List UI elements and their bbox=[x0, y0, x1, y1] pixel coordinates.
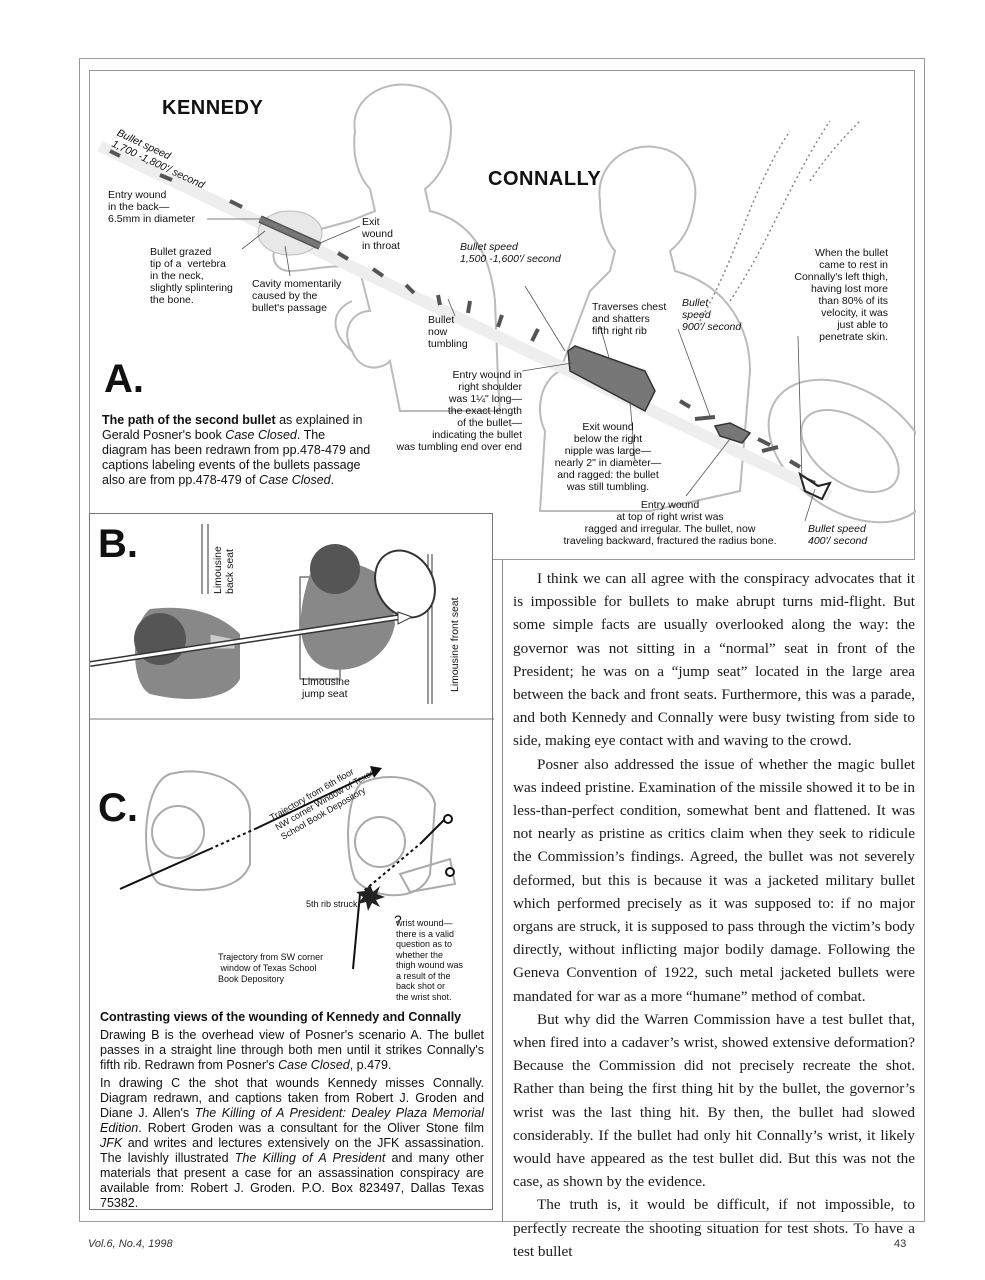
article-paragraph-1: I think we can all agree with the conspi… bbox=[513, 570, 915, 750]
caption-bc-p1: Drawing B is the overhead view of Posner… bbox=[100, 1028, 484, 1073]
figure-a-drawing bbox=[97, 83, 916, 524]
entry-wrist-label: Entry wound at top of right wrist was ra… bbox=[563, 499, 777, 547]
issue-label: Vol.6, No.4, 1998 bbox=[88, 1238, 173, 1250]
caption-a-part3: . bbox=[330, 473, 335, 487]
kennedy-arm bbox=[334, 300, 353, 352]
back-seat-label: Limousine back seat bbox=[212, 546, 236, 594]
connally-hat bbox=[767, 378, 916, 524]
caption-a-bold: The path of the second bullet bbox=[102, 413, 276, 427]
caption-bc-p2: In drawing C the shot that wounds Kenned… bbox=[100, 1076, 484, 1211]
caption-bc-p2c: and writes and lectures extensively on t… bbox=[100, 1136, 484, 1165]
grazed-label: Bullet grazed tip of a vertebra in the n… bbox=[150, 246, 233, 306]
wrist-question-label: wrist wound— there is a valid question a… bbox=[396, 918, 464, 1002]
leader-lines bbox=[207, 218, 816, 522]
speed-label-2: Bullet speed 1,500 -1,600'/ second bbox=[460, 241, 561, 265]
kennedy-outline-c bbox=[145, 770, 251, 891]
question-mark: ? bbox=[394, 912, 402, 928]
exit-nipple-label: Exit wound below the right nipple was la… bbox=[554, 421, 662, 493]
thigh-arrow bbox=[798, 471, 832, 501]
jump-seat-label: Limousine jump seat bbox=[302, 676, 350, 700]
entry-back-label: Entry wound in the back— 6.5mm in diamet… bbox=[108, 189, 195, 225]
bullet-path bbox=[97, 140, 833, 502]
rib-burst bbox=[356, 884, 385, 911]
caption-bc-p2b: . Robert Groden was a consultant for the… bbox=[138, 1121, 484, 1135]
cavity-label: Cavity momentarily caused by the bullet'… bbox=[252, 278, 342, 314]
figure-bc-drawing bbox=[90, 524, 494, 970]
traverses-label: Traverses chest and shatters fifth right… bbox=[592, 301, 667, 337]
caption-bc-title: Contrasting views of the wounding of Ken… bbox=[100, 1010, 462, 1024]
rib-label: 5th rib struck bbox=[306, 899, 358, 909]
caption-bc-p2-book2: The Killing of A President bbox=[234, 1151, 386, 1165]
caption-a-book2: Case Closed bbox=[259, 473, 331, 487]
speed-label-4: Bullet speed 400'/ second bbox=[808, 523, 868, 547]
wrist-traverse bbox=[713, 422, 752, 444]
chest-traverse bbox=[567, 345, 656, 413]
caption-bc-p2a: In drawing C the shot that wounds Kenned… bbox=[100, 1076, 484, 1120]
figure-b-letter: B. bbox=[98, 522, 138, 566]
exit-throat-label: Exit wound in throat bbox=[362, 216, 400, 252]
figure-bc: B. Limousine back seat Limousine jump se… bbox=[89, 513, 494, 1211]
article-paragraph-2: Posner also addressed the issue of wheth… bbox=[513, 755, 915, 1005]
caption-a-book: Case Closed bbox=[225, 428, 297, 442]
connally-outline-c bbox=[347, 776, 437, 897]
connally-title: CONNALLY bbox=[488, 168, 602, 190]
traj-sw-label: Trajectory from SW corner window of Texa… bbox=[218, 952, 324, 984]
rest-label: When the bullet came to rest in Connally… bbox=[794, 247, 888, 343]
figure-a-caption: The path of the second bullet as explain… bbox=[102, 413, 372, 488]
kennedy-title: KENNEDY bbox=[162, 97, 264, 119]
figure-a: KENNEDY CONNALLY A. Bullet speed 1,700 -… bbox=[89, 70, 916, 560]
caption-bc-p2-book: The Killing of A President: Dealey Plaza… bbox=[100, 1106, 485, 1135]
tumbling-label: Bullet now tumbling bbox=[428, 314, 468, 350]
article-paragraph-4: The truth is, it would be difficult, if … bbox=[513, 1196, 915, 1260]
connally-hat-crown bbox=[800, 408, 900, 494]
speed-label-3: Bullet speed 900'/ second bbox=[682, 297, 742, 333]
caption-bc-p1a: Drawing B is the overhead view of Posner… bbox=[100, 1028, 484, 1072]
page-number: 43 bbox=[894, 1238, 907, 1250]
caption-bc-p2d: and many other materials that present a … bbox=[100, 1151, 484, 1210]
figure-c-letter: C. bbox=[98, 786, 138, 830]
front-seat-label: Limousine front seat bbox=[449, 597, 461, 692]
entry-shoulder-label: Entry wound in right shoulder was 1¼" lo… bbox=[396, 369, 523, 453]
kennedy-silhouette bbox=[272, 83, 502, 412]
connally-hat-b bbox=[374, 549, 436, 619]
column-divider bbox=[502, 560, 503, 1222]
caption-bc-p2-film: JFK bbox=[100, 1136, 123, 1150]
article-body: I think we can all agree with the conspi… bbox=[513, 567, 915, 1263]
caption-a-part1: as explained in Gerald Posner's book bbox=[102, 413, 363, 442]
caption-a-part2: . The diagram has been redrawn from pp.4… bbox=[102, 428, 371, 487]
caption-bc-p1-book: Case Closed bbox=[278, 1058, 350, 1072]
article-paragraph-3: But why did the Warren Commission have a… bbox=[513, 1010, 915, 1191]
connally-head-b bbox=[310, 544, 360, 594]
figure-a-letter: A. bbox=[104, 357, 144, 401]
caption-bc-p1b: , p.479. bbox=[349, 1058, 392, 1072]
